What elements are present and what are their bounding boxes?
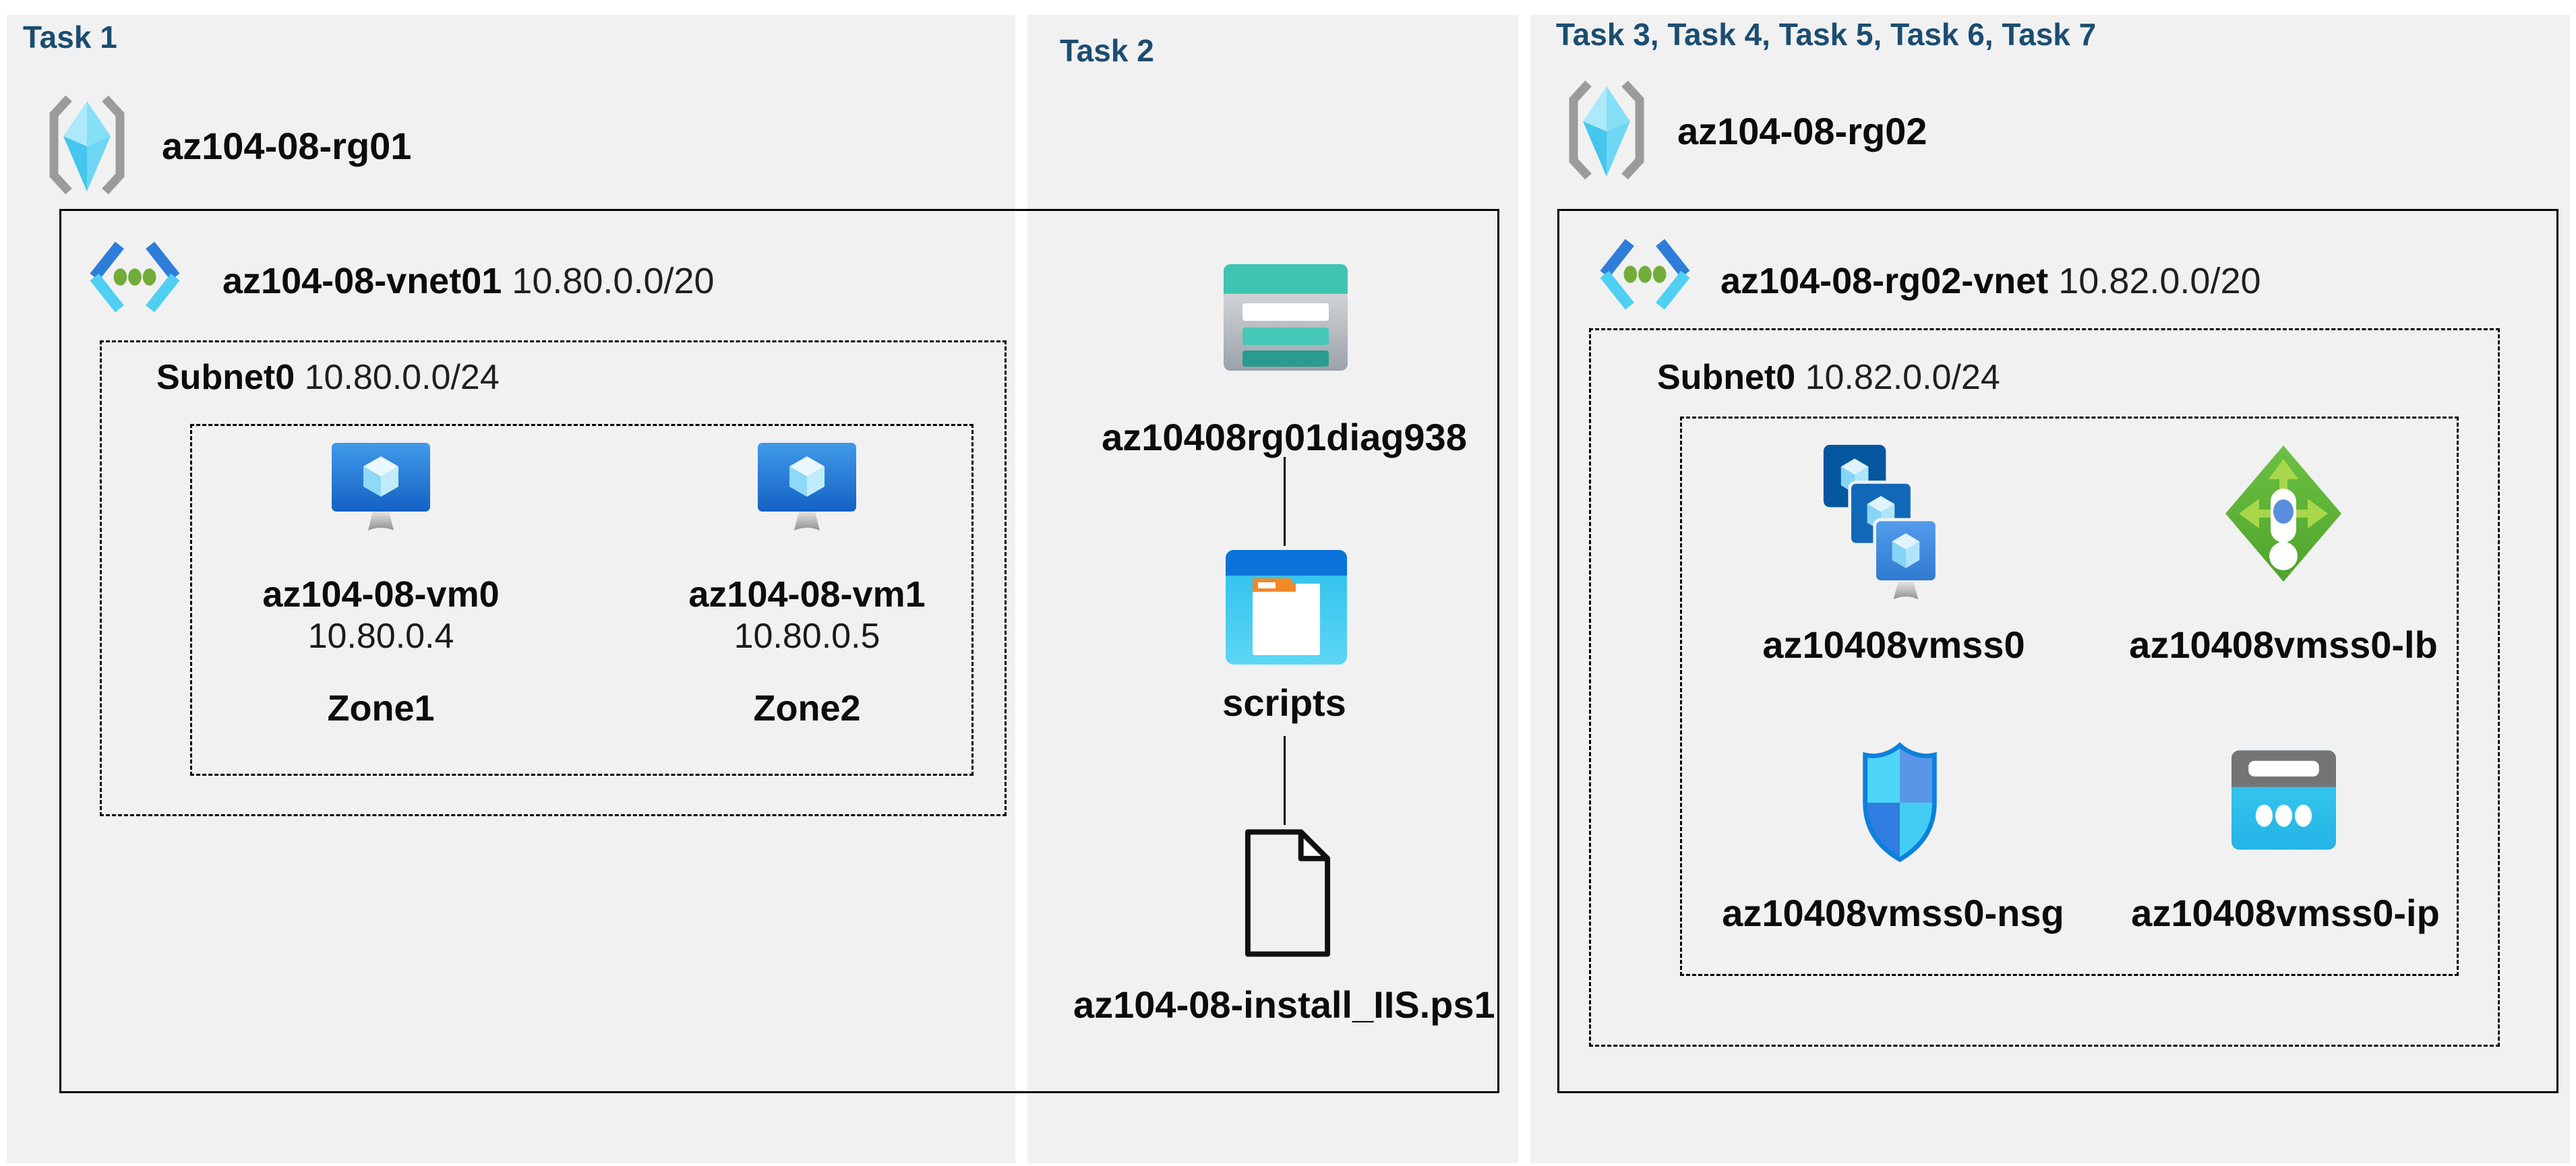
vm1-name: az104-08-vm1 (688, 574, 926, 615)
task3-panel (1530, 15, 2570, 1163)
task3-title: Task 3, Task 4, Task 5, Task 6, Task 7 (1556, 17, 2097, 52)
virtual-machine-icon (330, 441, 431, 543)
virtual-machine-icon (756, 441, 858, 543)
subnet2-label: Subnet0 10.82.0.0/24 (1657, 357, 2000, 398)
resource-group-1-label: az104-08-rg01 (162, 125, 412, 167)
public-ip-label: az10408vmss0-ip (2131, 892, 2440, 934)
vm1-zone: Zone2 (753, 688, 861, 729)
virtual-network-icon (85, 237, 185, 317)
vm0-name: az104-08-vm0 (262, 574, 500, 615)
load-balancer-label: az10408vmss0-lb (2129, 623, 2438, 666)
subnet1-cidr: 10.80.0.0/24 (304, 358, 500, 397)
vnet1-label: az104-08-vnet01 10.80.0.0/20 (222, 260, 715, 302)
connector-folder-file (1284, 736, 1286, 825)
vnet2-boundary-box (1557, 209, 2558, 1093)
vmss-label: az10408vmss0 (1762, 623, 2025, 666)
subnet1-name: Subnet0 (156, 358, 295, 397)
vnet2-cidr: 10.82.0.0/20 (2058, 261, 2261, 301)
subnet2-box (1589, 328, 2500, 1047)
task1-panel (7, 15, 1015, 1163)
resource-group-icon (43, 94, 131, 195)
load-balancer-icon (2221, 441, 2346, 586)
vm0-zone: Zone1 (327, 688, 435, 729)
vnet2-name: az104-08-rg02-vnet (1720, 261, 2049, 301)
container-label: scripts (1222, 681, 1346, 724)
resource-group-2-label: az104-08-rg02 (1677, 110, 1927, 152)
nsg-label: az10408vmss0-nsg (1722, 892, 2064, 934)
connector-storage-folder (1284, 457, 1286, 546)
vnet1-boundary-box (59, 209, 1499, 1093)
storage-account-icon (1224, 264, 1348, 371)
vnet1-name: az104-08-vnet01 (222, 261, 502, 301)
vmss-resources-box (1680, 417, 2459, 976)
vm0-ip: 10.80.0.4 (307, 617, 454, 656)
task1-title: Task 1 (23, 20, 117, 55)
subnet2-name: Subnet0 (1657, 358, 1796, 397)
script-file-icon (1244, 828, 1331, 958)
public-ip-icon (2231, 749, 2336, 851)
subnet1-box (100, 340, 1007, 816)
resource-group-icon (1563, 80, 1650, 181)
vm-scale-set-icon (1820, 445, 1948, 610)
vm1-ip: 10.80.0.5 (733, 617, 880, 656)
script-file-label: az104-08-install_IIS.ps1 (1073, 983, 1495, 1026)
network-security-group-icon (1857, 738, 1942, 866)
virtual-network-icon (1595, 235, 1695, 314)
task2-title: Task 2 (1060, 33, 1154, 68)
subnet2-cidr: 10.82.0.0/24 (1805, 358, 2000, 397)
availability-zone-box (190, 424, 974, 776)
storage-account-label: az10408rg01diag938 (1102, 416, 1467, 458)
subnet1-label: Subnet0 10.80.0.0/24 (156, 357, 500, 398)
vnet2-label: az104-08-rg02-vnet 10.82.0.0/20 (1720, 260, 2261, 302)
blob-container-icon (1226, 550, 1347, 665)
vnet1-cidr: 10.80.0.0/20 (512, 261, 715, 301)
